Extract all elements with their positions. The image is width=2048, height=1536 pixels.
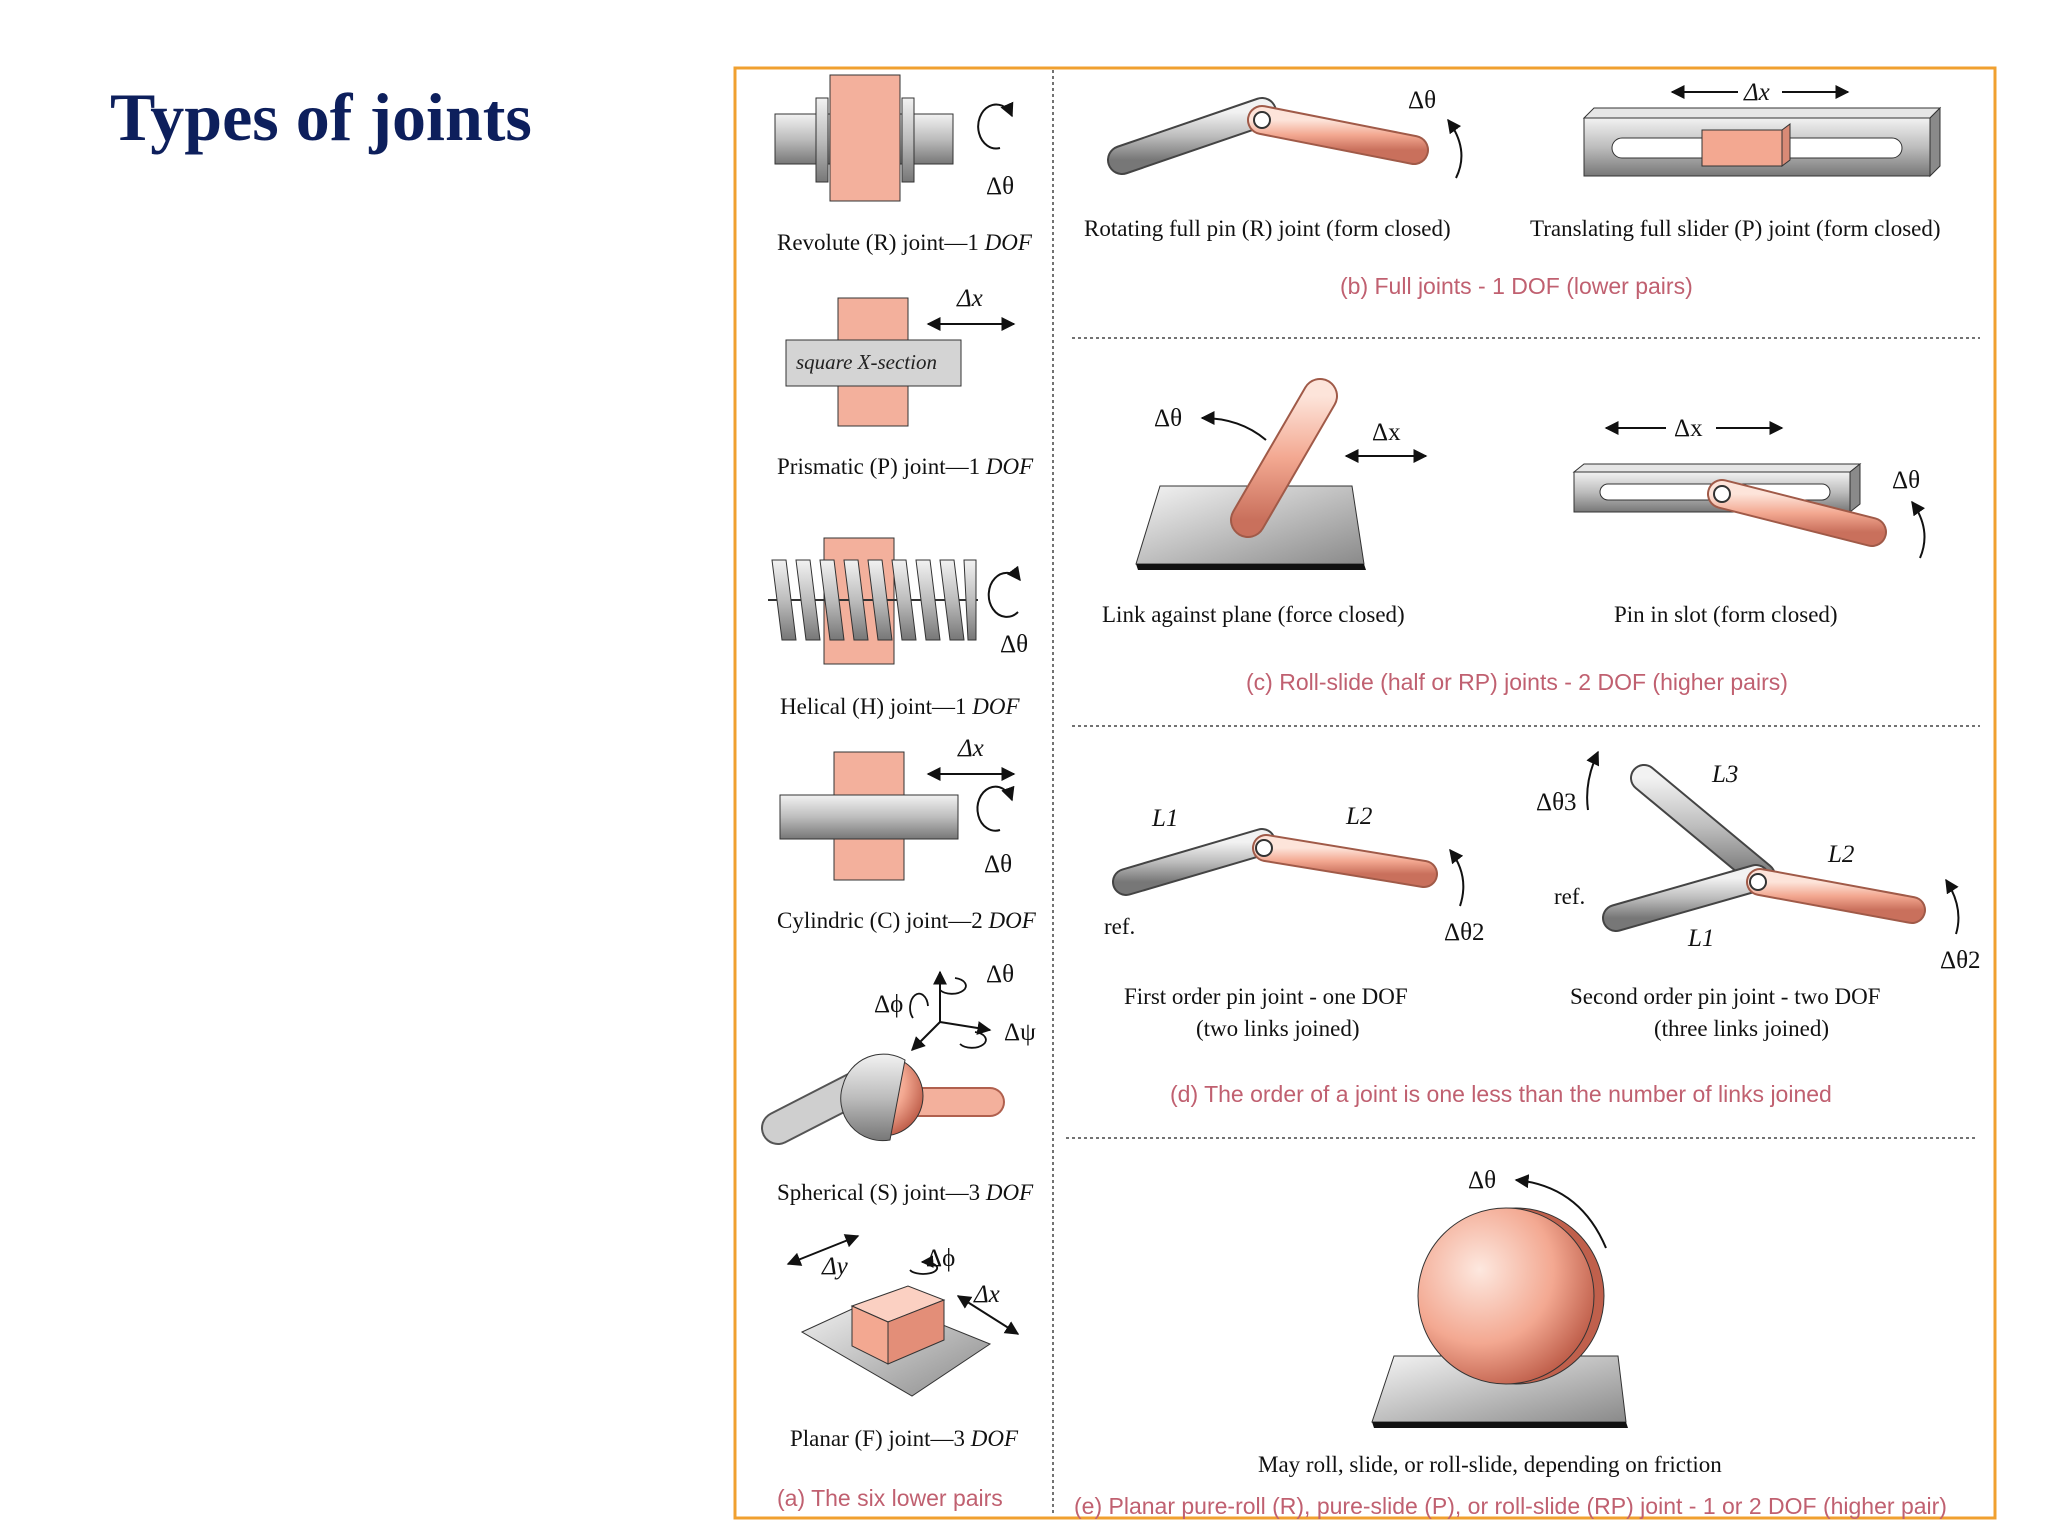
second-order-L3-label: L3 [1711, 761, 1738, 788]
rotating-theta-symbol: Δθ [1408, 87, 1436, 114]
second-order-pin-illustration [1586, 750, 1960, 935]
caption-a: (a) The six lower pairs [777, 1485, 1003, 1511]
second-order-theta2-symbol: Δθ2 [1940, 947, 1981, 974]
second-order-L1-label: L1 [1687, 925, 1714, 952]
translating-x-symbol: Δx [1743, 79, 1770, 106]
link-plane-illustration [1135, 378, 1428, 570]
first-order-L1-label: L1 [1151, 805, 1178, 832]
spherical-theta-symbol: Δθ [986, 961, 1014, 988]
link-plane-theta-symbol: Δθ [1154, 405, 1182, 432]
revolute-joint-illustration [774, 74, 1014, 202]
spherical-psi-symbol: Δψ [1004, 1019, 1036, 1046]
caption-e: (e) Planar pure-roll (R), pure-slide (P)… [1074, 1493, 1947, 1519]
planar-roll-label: May roll, slide, or roll-slide, dependin… [1258, 1452, 1722, 1477]
helical-joint-label: Helical (H) joint—1 DOF [780, 694, 1020, 719]
link-plane-x-symbol: Δx [1372, 419, 1401, 446]
rotating-pin-label: Rotating full pin (R) joint (form closed… [1084, 216, 1451, 241]
pin-slot-theta-symbol: Δθ [1892, 467, 1920, 494]
caption-d: (d) The order of a joint is one less tha… [1170, 1081, 1832, 1107]
pin-slot-label: Pin in slot (form closed) [1614, 602, 1838, 627]
prismatic-x-symbol: Δx [956, 285, 983, 312]
second-order-L2-label: L2 [1827, 841, 1854, 868]
pin-slot-x-symbol: Δx [1674, 415, 1703, 442]
second-order-label-line1: Second order pin joint - two DOF [1570, 984, 1880, 1009]
planar-y-symbol: Δy [821, 1253, 849, 1280]
planar-roll-theta-symbol: Δθ [1468, 1167, 1496, 1194]
planar-phi-symbol: Δϕ [926, 1245, 955, 1272]
spherical-joint-illustration [761, 970, 1005, 1145]
second-order-theta3-symbol: Δθ3 [1536, 789, 1577, 816]
revolute-theta-symbol: Δθ [986, 173, 1014, 200]
rotating-pin-illustration [1107, 97, 1463, 179]
first-order-L2-label: L2 [1345, 803, 1372, 830]
square-section-label: square X-section [796, 350, 937, 374]
helical-theta-symbol: Δθ [1000, 631, 1028, 658]
prismatic-joint-label: Prismatic (P) joint—1 DOF [777, 454, 1034, 479]
first-order-pin-illustration [1112, 828, 1465, 907]
caption-c: (c) Roll-slide (half or RP) joints - 2 D… [1246, 669, 1788, 695]
first-order-label-line1: First order pin joint - one DOF [1124, 984, 1408, 1009]
planar-joint-label: Planar (F) joint—3 DOF [790, 1426, 1019, 1451]
helical-joint-illustration [768, 537, 1021, 665]
translating-slider-illustration [1582, 85, 1942, 178]
translating-slider-label: Translating full slider (P) joint (form … [1530, 216, 1941, 241]
first-order-label-line2: (two links joined) [1196, 1016, 1360, 1041]
first-order-ref-label: ref. [1104, 914, 1135, 939]
cylindric-joint-illustration [779, 751, 1016, 881]
link-plane-label: Link against plane (force closed) [1102, 602, 1405, 627]
planar-roll-illustration [1371, 1174, 1628, 1428]
slide-title: Types of joints [110, 79, 532, 155]
second-order-label-line2: (three links joined) [1654, 1016, 1829, 1041]
figure-frame [733, 66, 1997, 1520]
second-order-ref-label: ref. [1554, 884, 1585, 909]
cylindric-theta-symbol: Δθ [984, 851, 1012, 878]
cylindric-joint-label: Cylindric (C) joint—2 DOF [777, 908, 1037, 933]
first-order-theta-symbol: Δθ2 [1444, 919, 1485, 946]
pin-slot-illustration [1572, 421, 1926, 559]
revolute-joint-label: Revolute (R) joint—1 DOF [777, 230, 1033, 255]
planar-joint-illustration [786, 1234, 1020, 1397]
caption-b: (b) Full joints - 1 DOF (lower pairs) [1340, 273, 1693, 299]
planar-x-symbol: Δx [973, 1281, 1000, 1308]
prismatic-joint-illustration [785, 297, 1016, 427]
cylindric-x-symbol: Δx [957, 735, 984, 762]
spherical-joint-label: Spherical (S) joint—3 DOF [777, 1180, 1034, 1205]
spherical-phi-symbol: Δϕ [874, 991, 903, 1018]
